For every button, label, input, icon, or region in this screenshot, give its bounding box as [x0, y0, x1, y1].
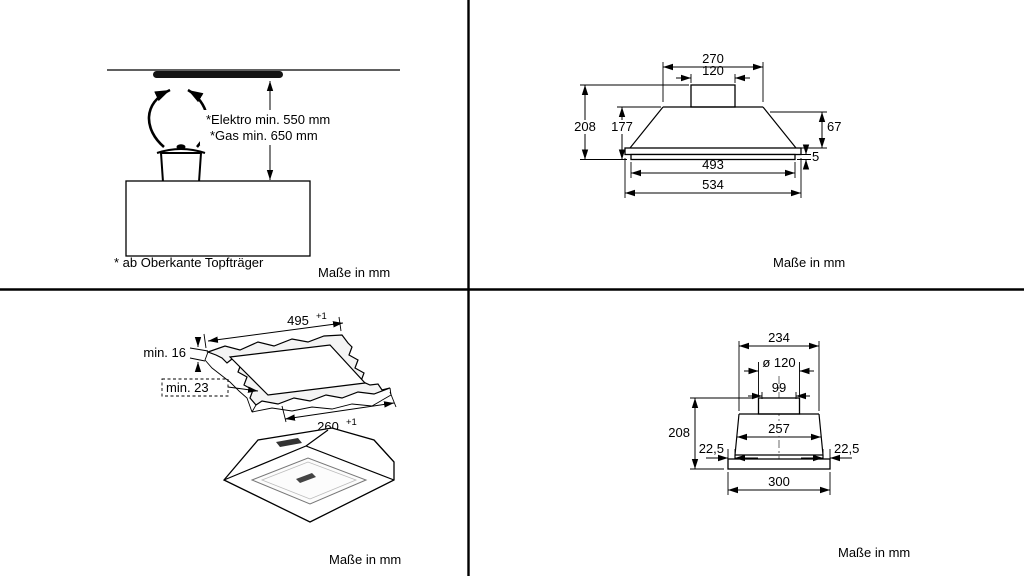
- units-label-q2: Maße in mm: [773, 255, 845, 270]
- dim-534: 534: [624, 158, 802, 198]
- dim-min16: min. 16: [143, 337, 209, 372]
- base-lip: [630, 153, 796, 161]
- dim-label-99: 99: [772, 380, 786, 395]
- dim-diam120: ø 120: [744, 355, 814, 395]
- dim-label-225-left: 22,5: [699, 441, 724, 456]
- dim-120: 120: [676, 63, 750, 83]
- dim-label-gas: *Gas min. 650 mm: [210, 128, 318, 143]
- dim-270: 270: [662, 51, 764, 102]
- dim-225-left: 22,5: [699, 441, 758, 462]
- dim-495: 495 +1: [203, 311, 344, 349]
- panel-thickness-edge: [204, 351, 392, 413]
- dim-label-electro: *Elektro min. 550 mm: [206, 112, 330, 127]
- top-vent: [276, 438, 302, 447]
- dim-label-300: 300: [768, 474, 790, 489]
- dim-257: 257: [737, 421, 821, 441]
- hood-unit-3d: [222, 427, 395, 523]
- dim-234: 234: [738, 330, 820, 411]
- cutout-opening: [228, 344, 367, 396]
- duct-collar-side: [757, 397, 801, 415]
- dim-label-225-right: 22,5: [834, 441, 859, 456]
- dim-label-234: 234: [768, 330, 790, 345]
- dim-label-208: 208: [574, 119, 596, 134]
- dim-label-495-sup: +1: [316, 311, 327, 322]
- units-label-q3: Maße in mm: [329, 552, 401, 567]
- duct-collar: [690, 84, 736, 108]
- dim-label-495: 495: [287, 313, 309, 328]
- dim-225-right: 22,5: [801, 441, 859, 462]
- dim-208: 208: [570, 84, 689, 160]
- dim-label-257: 257: [768, 421, 790, 436]
- grease-filter: [250, 457, 368, 505]
- filter-handle: [296, 473, 316, 483]
- hood-side-view: 234 ø 120 99 257 208: [668, 330, 910, 560]
- dim-label-67: 67: [827, 119, 841, 134]
- dim-label-120: 120: [702, 63, 724, 78]
- base-plate-side: [727, 458, 831, 470]
- dim-label-534: 534: [702, 177, 724, 192]
- dim-label-diam120: ø 120: [762, 355, 795, 370]
- cone-sides: [629, 106, 797, 149]
- dim-label-208-side: 208: [668, 425, 690, 440]
- hood-front-view: 270 120 208 177 67: [570, 51, 845, 270]
- dim-label-177: 177: [611, 119, 633, 134]
- footnote-label: * ab Oberkante Topfträger: [114, 255, 264, 270]
- dim-label-5: 5: [812, 149, 819, 164]
- dim-label-270: 270: [702, 51, 724, 66]
- dim-493: 493: [630, 157, 796, 178]
- mounting-height-view: *Elektro min. 550 mm *Gas min. 650 mm * …: [107, 69, 400, 280]
- dim-label-min16: min. 16: [143, 345, 186, 360]
- dim-99: 99: [748, 380, 810, 400]
- label-mask: [200, 110, 343, 145]
- dim-label-493: 493: [702, 157, 724, 172]
- pot-icon: [156, 144, 206, 183]
- units-label-q4: Maße in mm: [838, 545, 910, 560]
- worktop: [125, 180, 311, 257]
- units-label-q1: Maße in mm: [318, 265, 390, 280]
- dim-5: 5: [797, 144, 819, 170]
- hood-body: [153, 71, 283, 78]
- dim-300: 300: [727, 472, 831, 495]
- dim-177: 177: [607, 106, 661, 160]
- dim-label-min23: min. 23: [166, 380, 209, 395]
- dim-208-side: 208: [668, 397, 754, 470]
- cutout-view: min. 16 495 +1 min. 23 260 +1: [143, 311, 401, 567]
- dim-min23: min. 23: [161, 378, 259, 397]
- dim-label-260-sup: +1: [346, 417, 357, 428]
- base-plate: [624, 147, 802, 156]
